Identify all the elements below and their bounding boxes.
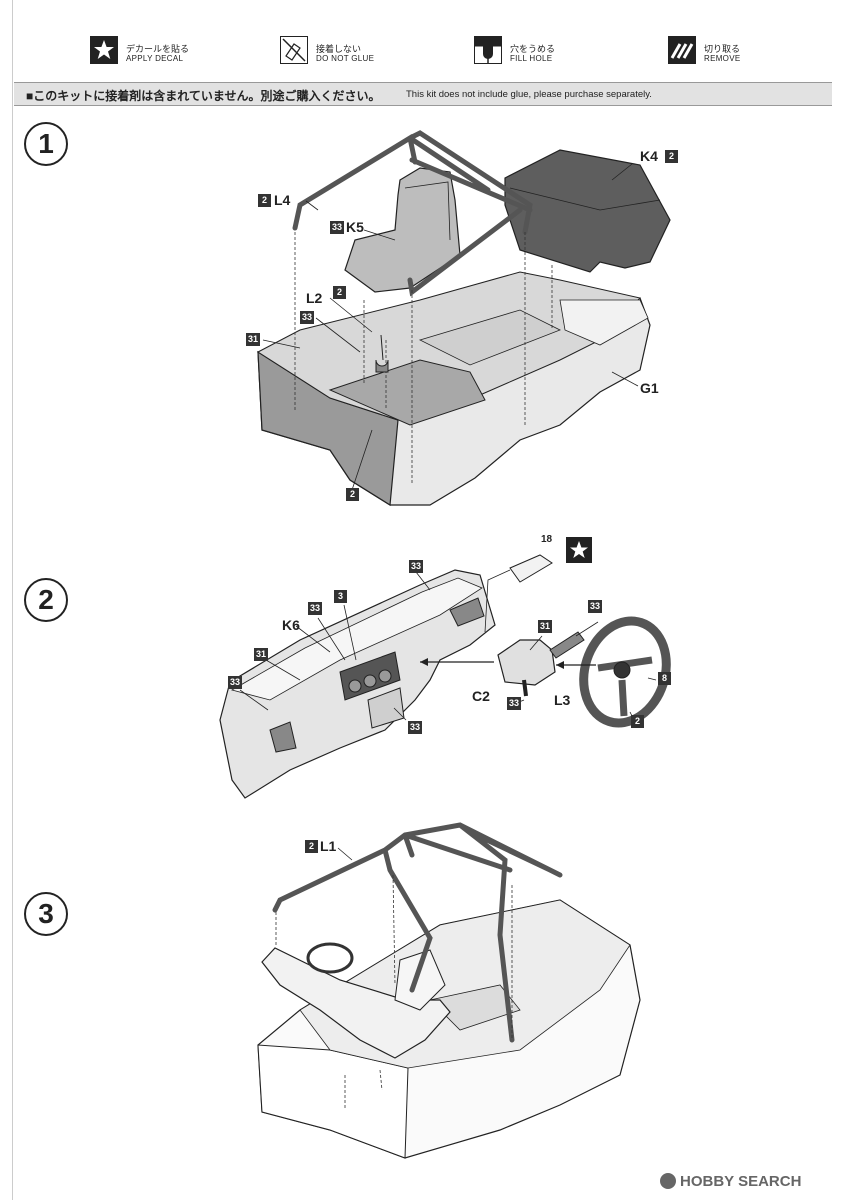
part-label-k4: K4 [640,148,658,164]
step-number-2: 2 [24,578,68,622]
air-vent-left [269,721,297,753]
column-stalk [522,679,528,697]
color-code-badge: 33 [408,721,422,734]
color-code-badge: 2 [665,150,678,163]
color-code-badge: 31 [538,620,552,633]
steering-column-part [497,639,556,686]
watermark-logo-icon [660,1173,676,1189]
part-label-l1: L1 [320,838,337,854]
floor-pan [429,984,521,1031]
step-1-leader-lines [262,163,639,491]
rear-panel-crease [509,187,661,211]
assembly-guide-lines [294,232,553,485]
column-shaft [549,631,585,659]
color-code-badge: 2 [258,194,271,207]
seat-contour [404,181,451,241]
glue-notice-bar: ■このキットに接着剤は含まれていません。別途ご購入ください。 This kit … [14,82,832,106]
step-3-leader-line [337,847,353,861]
center-tunnel [328,359,486,426]
color-code-badge: 33 [300,311,314,324]
legend-fill-hole-jp: 穴をうめる [510,44,556,54]
part-label-k6: K6 [282,617,300,633]
steering-wheel-installed [306,942,354,974]
legend-fill-hole-en: FILL HOLE [510,54,553,63]
part-label-l2: L2 [306,290,323,306]
notice-text-jp: ■このキットに接着剤は含まれていません。別途ご購入ください。 [26,89,381,103]
part-label-k5: K5 [346,219,364,235]
color-code-badge: 33 [507,697,521,710]
no-glue-icon [280,36,308,64]
roll-cage-part [272,822,563,1043]
legend-do-not-glue-en: DO NOT GLUE [316,54,375,63]
color-code-badge: 2 [346,488,359,501]
notice-text-en: This kit does not include glue, please p… [406,89,652,100]
decal-18-part [509,554,553,583]
gauge-dial [348,679,362,693]
step-number-3: 3 [24,892,68,936]
color-code-badge: 2 [631,715,644,728]
assembly-guide-lines [275,874,513,1110]
steering-hub [613,661,631,679]
part-label-g1: G1 [640,380,659,396]
color-code-badge: 2 [333,286,346,299]
arrow-head [556,661,564,669]
shift-lever-part [375,334,389,373]
gauge-dial [363,674,377,688]
color-code-badge: 33 [588,600,602,613]
color-code-badge: 3 [334,590,347,603]
legend-apply-decal-jp: デカールを貼る [126,44,190,54]
rear-deck [559,299,649,346]
star-icon [90,36,118,64]
star-icon [570,541,588,558]
legend-remove-jp: 切り取る [704,44,741,54]
part-label-l4: L4 [274,192,291,208]
decal-leader-line [484,569,511,633]
watermark-text: HOBBY SEARCH [680,1173,802,1190]
color-code-badge: 33 [330,221,344,234]
roll-bar-part [292,130,533,297]
air-vent-right [449,597,485,627]
decal-number-label: 18 [541,534,553,545]
fill-hole-icon [474,36,502,64]
dashboard-top [230,577,483,701]
color-code-badge: 33 [228,676,242,689]
gauge-dial [378,669,392,683]
legend-do-not-glue-jp: 接着しない [316,44,362,54]
legend-remove-en: REMOVE [704,54,741,63]
part-label-c2: C2 [472,688,490,704]
rear-panel-part [504,149,671,273]
arrow-head [420,658,428,666]
symbol-legend: デカールを貼る APPLY DECAL 接着しない DO NOT GLUE 穴を… [14,26,832,86]
cut-icon [668,36,696,64]
color-code-badge: 33 [409,560,423,573]
color-code-badge: 8 [658,672,671,685]
part-label-l3: L3 [554,692,571,708]
color-code-badge: 33 [308,602,322,615]
color-code-badge: 31 [246,333,260,346]
color-code-badge: 2 [305,840,318,853]
dashboard-installed [261,947,451,1059]
legend-apply-decal-en: APPLY DECAL [126,54,184,63]
color-code-badge: 31 [254,648,268,661]
page-edge-line [12,0,13,1200]
step-number-1: 1 [24,122,68,166]
